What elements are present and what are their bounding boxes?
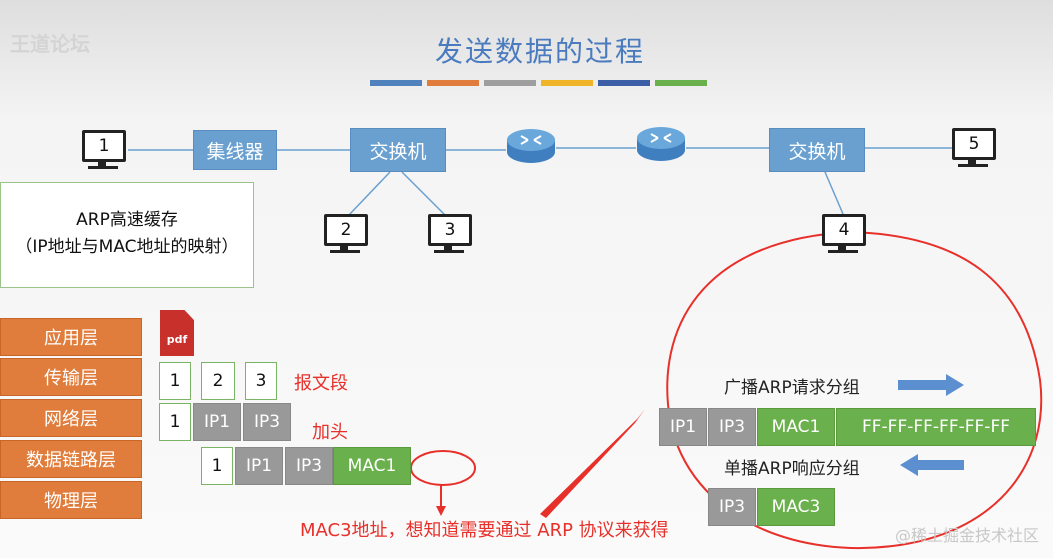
host-4-icon: 4 xyxy=(820,214,866,258)
host-5-label: 5 xyxy=(952,128,996,160)
layer-application: 应用层 xyxy=(0,318,142,356)
router-icon xyxy=(507,129,555,163)
segment-1: 1 xyxy=(159,362,191,400)
packet-dst-ip: IP3 xyxy=(243,403,291,441)
frame-src-mac: MAC1 xyxy=(333,447,411,485)
title-bar-5 xyxy=(598,80,650,86)
credit-watermark: @稀土掘金技术社区 xyxy=(894,526,1039,545)
arp-req-src-ip: IP1 xyxy=(659,408,707,446)
right-arrow-icon xyxy=(898,374,964,396)
note-arrow xyxy=(540,409,645,518)
arp-req-broadcast-mac: FF-FF-FF-FF-FF-FF xyxy=(836,408,1036,446)
arp-request-label: 广播ARP请求分组 xyxy=(724,378,860,398)
hub-device: 集线器 xyxy=(193,130,277,170)
router-icon xyxy=(637,127,685,161)
switch-right-device: 交换机 xyxy=(769,128,865,172)
pdf-file-icon: pdf xyxy=(160,310,194,356)
arp-note: MAC3地址，想知道需要通过 ARP 协议来获得 xyxy=(300,520,669,541)
page-title: 发送数据的过程 xyxy=(434,35,645,68)
arp-reply-label: 单播ARP响应分组 xyxy=(724,459,860,479)
frame-seg: 1 xyxy=(201,447,233,485)
title-bar-4 xyxy=(541,80,593,86)
layer-network: 网络层 xyxy=(0,399,142,437)
host-5-icon: 5 xyxy=(950,128,996,172)
title-bar-2 xyxy=(427,80,479,86)
link-switch-host2 xyxy=(347,171,391,217)
missing-mac-ellipse xyxy=(410,450,476,486)
link-switch-host4 xyxy=(824,171,844,215)
header-label: 加头 xyxy=(312,422,348,443)
host-4-label: 4 xyxy=(822,214,866,246)
link-switch-host3 xyxy=(401,171,447,217)
title-bar-3 xyxy=(484,80,536,86)
title-bar-6 xyxy=(655,80,707,86)
arp-cache-box: ARP高速缓存 （IP地址与MAC地址的映射） xyxy=(0,182,254,288)
host-1-label: 1 xyxy=(82,130,126,162)
highlight-ellipse xyxy=(666,231,1043,549)
host-3-label: 3 xyxy=(428,214,472,246)
segment-label: 报文段 xyxy=(294,373,348,394)
frame-dst-ip: IP3 xyxy=(285,447,333,485)
title-bar-1 xyxy=(370,80,422,86)
packet-src-ip: IP1 xyxy=(193,403,241,441)
host-3-icon: 3 xyxy=(426,214,472,258)
host-2-icon: 2 xyxy=(322,214,368,258)
arp-cache-subtitle: （IP地址与MAC地址的映射） xyxy=(15,237,239,257)
watermark: 王道论坛 xyxy=(10,32,90,56)
segment-3: 3 xyxy=(245,362,277,400)
mac-arrow-head xyxy=(436,506,446,516)
arp-reply-mac: MAC3 xyxy=(757,488,835,526)
arp-reply-ip: IP3 xyxy=(708,488,756,526)
frame-src-ip: IP1 xyxy=(235,447,283,485)
packet-seg: 1 xyxy=(159,403,191,441)
layer-datalink: 数据链路层 xyxy=(0,440,142,478)
host-1-icon: 1 xyxy=(80,130,126,174)
layer-transport: 传输层 xyxy=(0,358,142,396)
segment-2: 2 xyxy=(201,362,235,400)
switch-left-device: 交换机 xyxy=(350,128,446,172)
host-2-label: 2 xyxy=(324,214,368,246)
arp-req-src-mac: MAC1 xyxy=(757,408,835,446)
arp-req-dst-ip: IP3 xyxy=(708,408,756,446)
arp-cache-title: ARP高速缓存 xyxy=(76,210,178,230)
layer-physical: 物理层 xyxy=(0,481,142,519)
left-arrow-icon xyxy=(900,454,964,476)
